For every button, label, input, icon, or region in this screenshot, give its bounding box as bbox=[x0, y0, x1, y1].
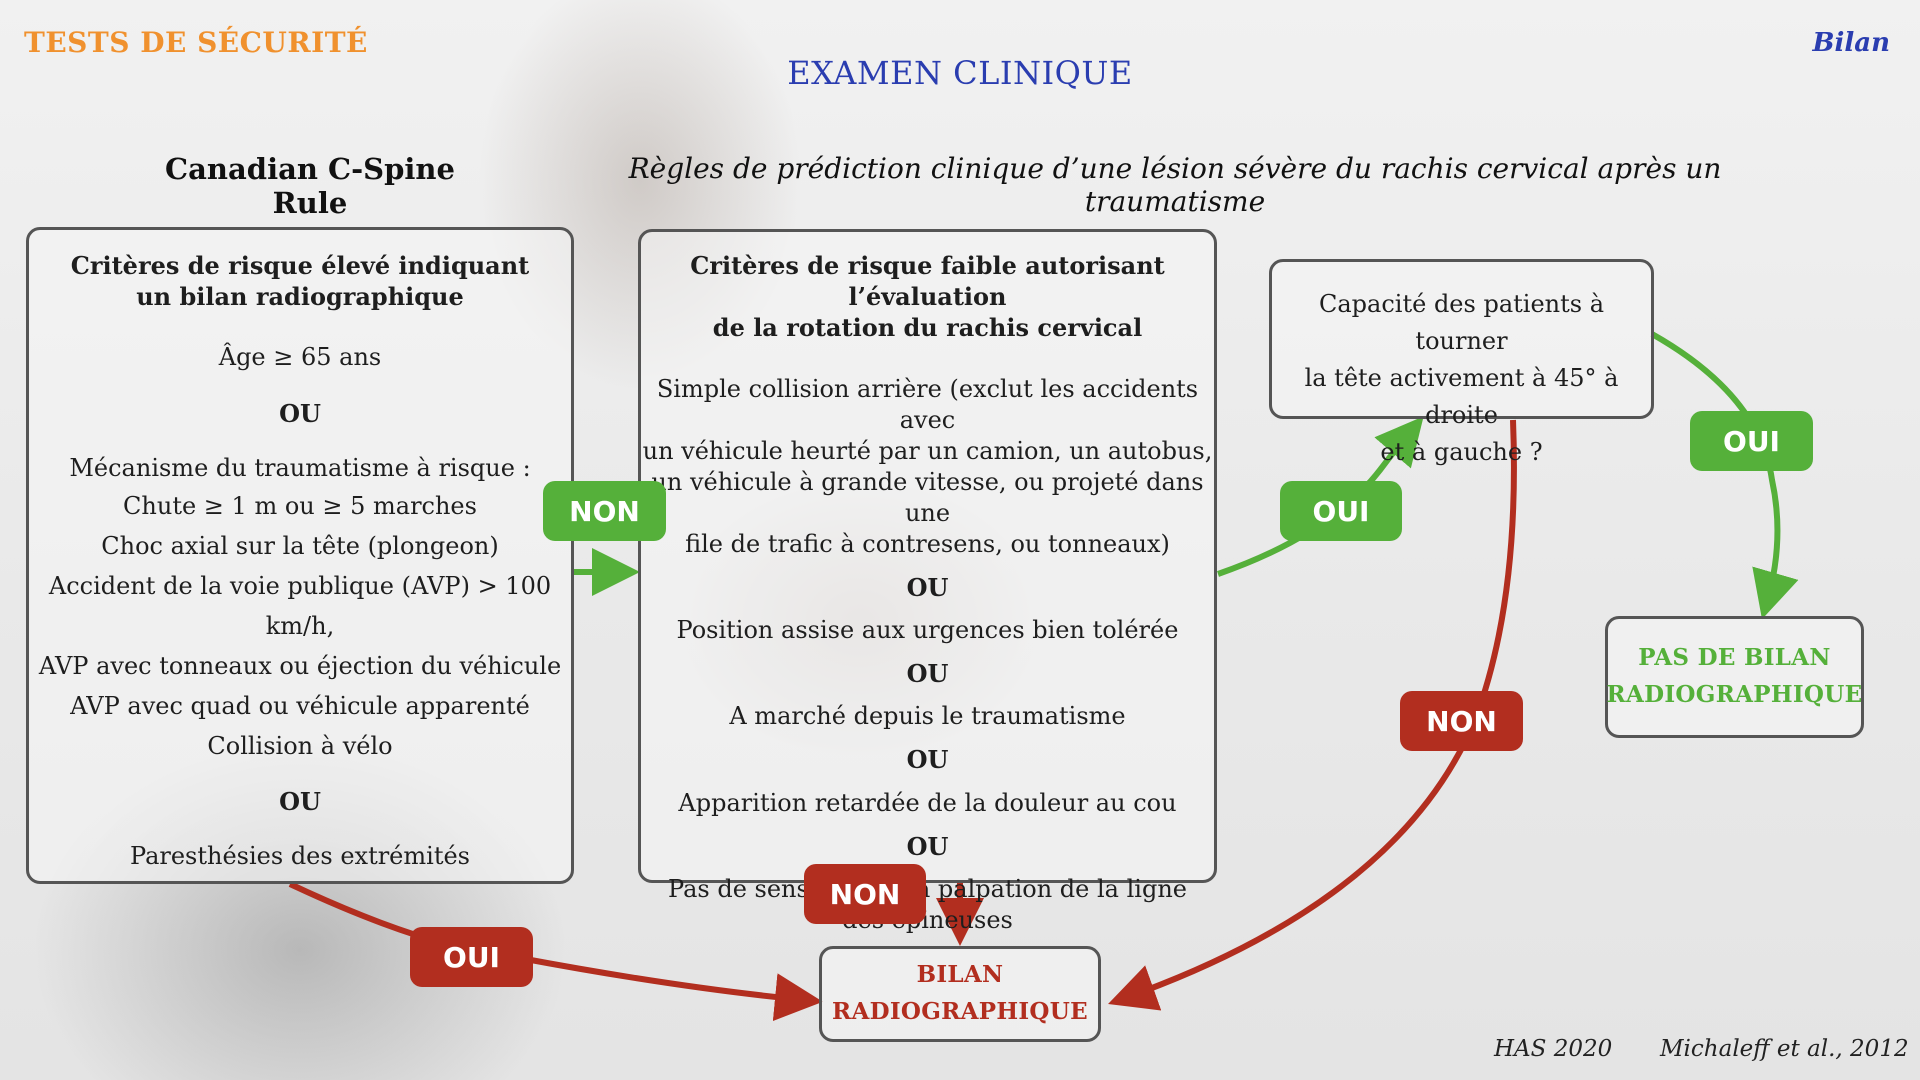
high-risk-criteria-box: Critères de risque élevé indiquant un bi… bbox=[26, 227, 574, 884]
rotation-question-box: Capacité des patients à tourner la tête … bbox=[1269, 259, 1654, 466]
ou-separator: OU bbox=[279, 786, 321, 816]
section-label: TESTS DE SÉCURITÉ bbox=[24, 26, 368, 59]
imaging-line: RADIOGRAPHIQUE bbox=[832, 998, 1088, 1025]
mechanism-title: Mécanisme du traumatisme à risque : bbox=[69, 453, 531, 482]
no-imaging-line: PAS DE BILAN bbox=[1638, 644, 1831, 672]
page-title: EXAMEN CLINIQUE bbox=[787, 54, 1133, 92]
non-badge-low-risk: NON bbox=[804, 864, 926, 924]
low-risk-criteria-box: Critères de risque faible autorisant l’é… bbox=[638, 229, 1217, 934]
imaging-line: BILAN bbox=[916, 961, 1004, 989]
ou-separator: OU bbox=[906, 658, 949, 688]
criterion-delayed-pain: Apparition retardée de la douleur au cou bbox=[678, 788, 1177, 817]
criterion-no-tenderness: Pas de sensibilité à la palpation de la … bbox=[668, 874, 1187, 934]
rotation-question-line: la tête activement à 45° à droite bbox=[1304, 364, 1619, 429]
non-badge-high-risk: NON bbox=[543, 481, 666, 541]
reference-has: HAS 2020 bbox=[1494, 1036, 1613, 1062]
rotation-question-line: et à gauche ? bbox=[1380, 438, 1543, 466]
mechanism-item: AVP avec tonneaux ou éjection du véhicul… bbox=[38, 651, 562, 680]
oui-badge-rotation: OUI bbox=[1690, 411, 1813, 471]
page-label: Bilan bbox=[1812, 28, 1890, 58]
high-risk-title: Critères de risque élevé indiquant un bi… bbox=[70, 251, 530, 312]
rule-description: Règles de prédiction clinique d’une lési… bbox=[628, 152, 1722, 218]
ou-separator: OU bbox=[906, 572, 949, 602]
mechanism-list: Chute ≥ 1 m ou ≥ 5 marches Choc axial su… bbox=[29, 486, 571, 766]
criterion-walked: A marché depuis le traumatisme bbox=[729, 702, 1126, 731]
oui-badge-low-risk: OUI bbox=[1280, 481, 1402, 541]
reference-michaleff: Michaleff et al., 2012 bbox=[1660, 1036, 1909, 1062]
ou-separator: OU bbox=[906, 745, 949, 775]
no-imaging-line: RADIOGRAPHIQUE bbox=[1606, 681, 1863, 708]
ou-separator: OU bbox=[279, 398, 321, 428]
mechanism-item: AVP avec quad ou véhicule apparenté bbox=[70, 691, 530, 720]
mechanism-item: Accident de la voie publique (AVP) > 100… bbox=[48, 571, 552, 640]
criterion-rear-collision: Simple collision arrière (exclut les acc… bbox=[642, 374, 1213, 558]
mechanism-item: Chute ≥ 1 m ou ≥ 5 marches bbox=[123, 491, 477, 520]
age-criterion: Âge ≥ 65 ans bbox=[218, 343, 382, 372]
rule-name: Canadian C-Spine Rule bbox=[165, 152, 455, 220]
rotation-question-line: Capacité des patients à tourner bbox=[1319, 290, 1604, 355]
imaging-result-box: BILAN RADIOGRAPHIQUE bbox=[819, 946, 1101, 1042]
no-imaging-result-box: PAS DE BILAN RADIOGRAPHIQUE bbox=[1605, 616, 1864, 738]
arrow-rotation-to-no-imaging bbox=[1650, 331, 1799, 620]
criterion-seated: Position assise aux urgences bien toléré… bbox=[676, 615, 1179, 644]
ou-separator: OU bbox=[906, 831, 949, 861]
non-badge-rotation: NON bbox=[1400, 691, 1523, 751]
paresthesia-criterion: Paresthésies des extrémités bbox=[130, 842, 470, 871]
low-risk-title: Critères de risque faible autorisant l’é… bbox=[690, 251, 1165, 343]
oui-badge-high-risk: OUI bbox=[410, 927, 533, 987]
mechanism-item: Choc axial sur la tête (plongeon) bbox=[101, 531, 499, 560]
mechanism-item: Collision à vélo bbox=[207, 731, 393, 760]
